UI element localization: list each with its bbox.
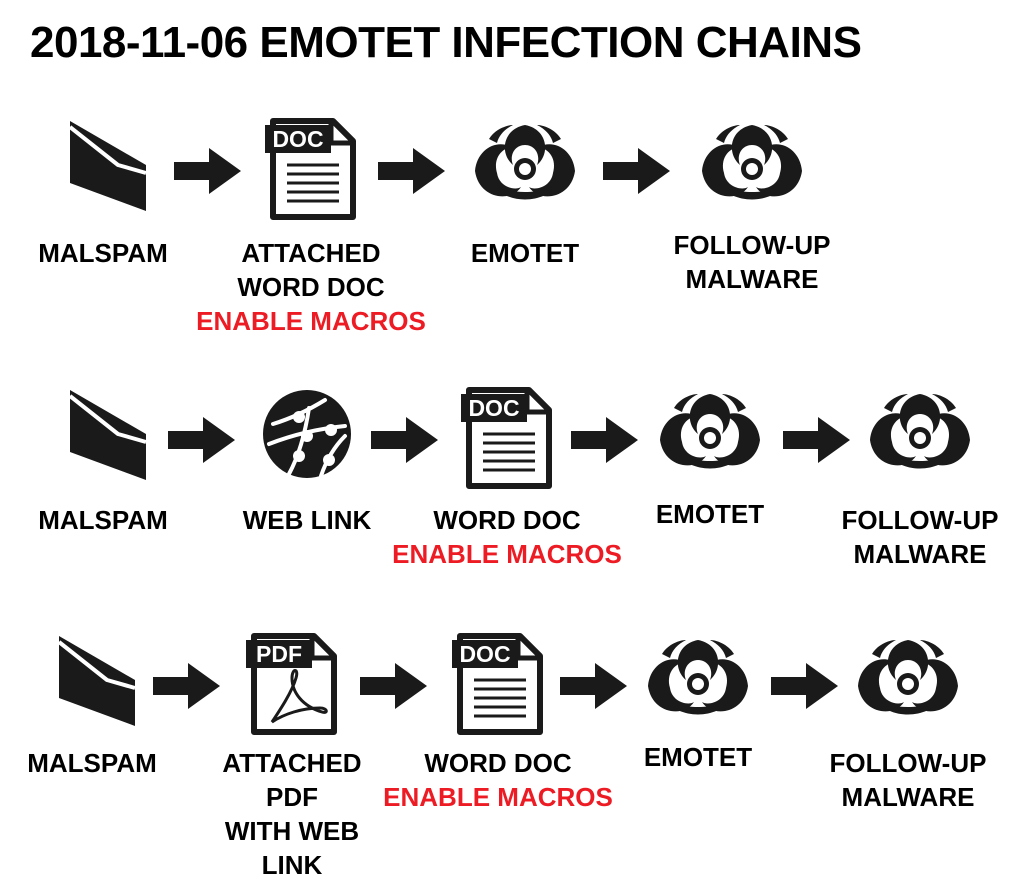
step-label: WORD DOC ENABLE MACROS (392, 503, 622, 571)
step-label: MALSPAM (38, 503, 168, 537)
right-arrow-icon (357, 660, 429, 717)
step-label: EMOTET (644, 740, 752, 774)
biohazard-icon (654, 386, 766, 486)
enable-macros-warning: ENABLE MACROS (392, 539, 622, 569)
page-title: 2018-11-06 EMOTET INFECTION CHAINS (30, 18, 862, 67)
enable-macros-warning: ENABLE MACROS (383, 782, 613, 812)
step-label: EMOTET (656, 497, 764, 531)
step-label-line: EMOTET (655, 499, 765, 529)
step-label-line: WORD DOC (424, 748, 572, 778)
envelope-icon (58, 386, 148, 486)
step-label-line: MALWARE (685, 264, 819, 294)
step-label-line: WEB LINK (242, 505, 372, 535)
step-label: FOLLOW-UP MALWARE (830, 746, 987, 814)
biohazard-icon (469, 117, 581, 217)
step-label-line: EMOTET (470, 238, 580, 268)
web-globe-icon (259, 386, 355, 482)
biohazard-icon (864, 386, 976, 486)
step-label-line: FOLLOW-UP (673, 230, 831, 260)
right-arrow-icon (171, 145, 243, 202)
step-label-line: WORD DOC (237, 272, 385, 302)
right-arrow-icon (768, 660, 840, 717)
doc-file-icon: DOC (265, 117, 357, 221)
right-arrow-icon (368, 414, 440, 471)
step-label-line: EMOTET (643, 742, 753, 772)
step-label: MALSPAM (38, 236, 168, 270)
biohazard-icon (696, 117, 808, 217)
file-type-tag: DOC (468, 395, 519, 421)
envelope-icon (58, 117, 148, 217)
step-label-line: ATTACHED (241, 238, 381, 268)
step-label-line: WITH WEB (224, 816, 360, 846)
file-type-tag: DOC (459, 641, 510, 667)
pdf-file-icon: PDF (246, 632, 338, 736)
step-label: WORD DOC ENABLE MACROS (383, 746, 613, 814)
enable-macros-warning: ENABLE MACROS (196, 306, 426, 336)
envelope-icon (47, 632, 137, 732)
step-label-line: MALSPAM (27, 748, 157, 778)
right-arrow-icon (600, 145, 672, 202)
step-label-line: FOLLOW-UP (829, 748, 987, 778)
step-label: EMOTET (471, 236, 579, 270)
step-label-line: MALWARE (853, 539, 987, 569)
biohazard-icon (852, 632, 964, 732)
doc-file-icon: DOC (452, 632, 544, 736)
biohazard-icon (642, 632, 754, 732)
file-type-tag: DOC (272, 126, 323, 152)
step-label: ATTACHED PDF WITH WEB LINK (222, 746, 361, 882)
step-label-line: MALSPAM (38, 505, 168, 535)
step-label-line: FOLLOW-UP (841, 505, 999, 535)
step-label-line: ATTACHED (222, 748, 362, 778)
step-label: FOLLOW-UP MALWARE (674, 228, 831, 296)
step-label-line: MALWARE (841, 782, 975, 812)
step-label-line: PDF (265, 782, 318, 812)
file-type-tag: PDF (256, 641, 302, 667)
step-label-line: WORD DOC (433, 505, 581, 535)
right-arrow-icon (557, 660, 629, 717)
step-label: ATTACHED WORD DOC ENABLE MACROS (196, 236, 426, 338)
step-label: MALSPAM (27, 746, 157, 780)
right-arrow-icon (568, 414, 640, 471)
step-label: WEB LINK (243, 503, 372, 537)
right-arrow-icon (150, 660, 222, 717)
step-label: FOLLOW-UP MALWARE (842, 503, 999, 571)
step-label-line: MALSPAM (38, 238, 168, 268)
step-label-line: LINK (261, 850, 323, 880)
doc-file-icon: DOC (461, 386, 553, 490)
right-arrow-icon (165, 414, 237, 471)
right-arrow-icon (375, 145, 447, 202)
right-arrow-icon (780, 414, 852, 471)
